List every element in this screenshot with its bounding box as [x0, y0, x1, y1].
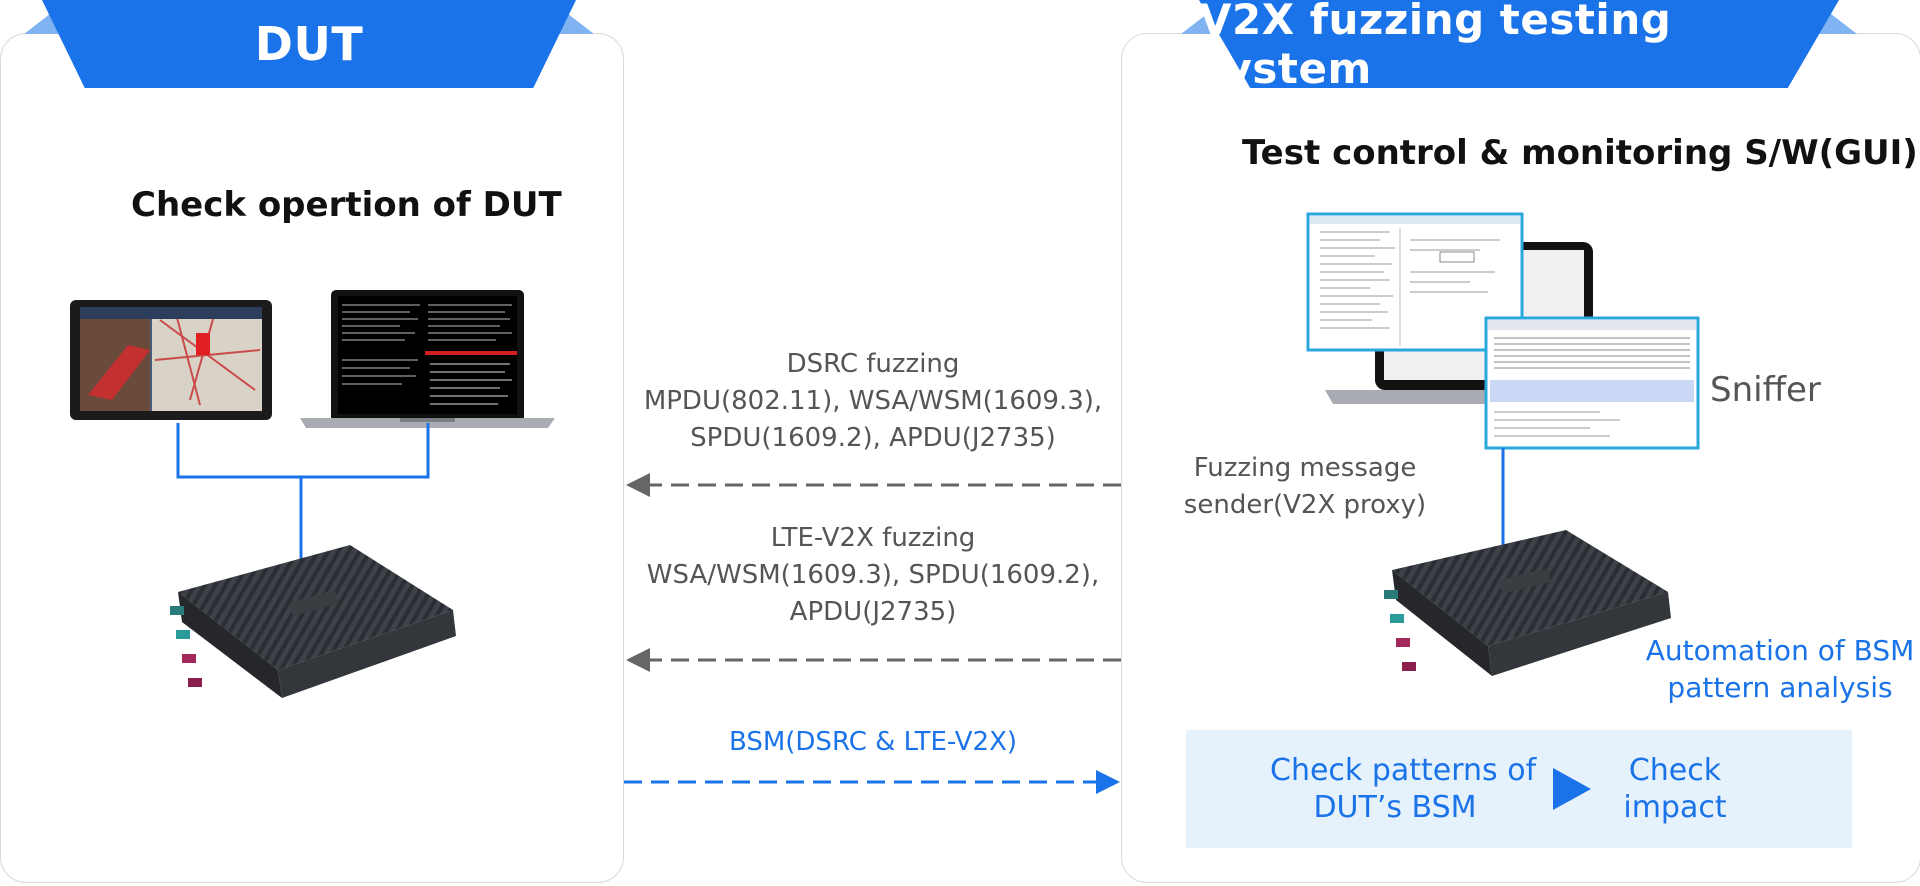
system-tab: V2X fuzzing testing system [1181, 0, 1857, 93]
lte-line-3: APDU(J2735) [789, 597, 957, 627]
arrow-head [626, 648, 650, 672]
lte-line-1: LTE-V2X fuzzing [770, 523, 976, 553]
check-impact-label: Check impact [1600, 752, 1750, 826]
play-arrow-icon [1553, 768, 1591, 810]
proxy-obu-device [1384, 530, 1671, 676]
automation-label: Automation of BSM pattern analysis [1640, 632, 1920, 706]
analysis-box [1186, 730, 1852, 848]
dsrc-fuzzing-label: DSRC fuzzing MPDU(802.11), WSA/WSM(1609.… [625, 346, 1121, 457]
dut-tab: DUT [24, 0, 594, 88]
tablet-device [70, 300, 272, 420]
check-patterns-line-1: Check patterns of [1270, 753, 1537, 788]
dut-panel [0, 33, 624, 883]
sniffer-screenshot [1484, 316, 1700, 450]
automation-line-1: Automation of BSM [1645, 634, 1915, 667]
automation-line-2: pattern analysis [1667, 671, 1893, 704]
system-tab-label: V2X fuzzing testing system [1199, 0, 1672, 93]
system-title: Test control & monitoring S/W(GUI) [1242, 133, 1918, 173]
check-patterns-label: Check patterns of DUT’s BSM [1270, 752, 1537, 826]
check-patterns-line-2: DUT’s BSM [1313, 790, 1477, 825]
dsrc-line-1: DSRC fuzzing [786, 349, 960, 379]
check-impact-line-1: Check [1628, 753, 1722, 788]
tab-background [1199, 0, 1839, 88]
dut-tab-label: DUT [254, 17, 364, 71]
lte-line-2: WSA/WSM(1609.3), SPDU(1609.2), [646, 560, 1100, 590]
laptop-device [300, 290, 555, 428]
sender-line-1: Fuzzing message [1193, 453, 1417, 483]
sniffer-label: Sniffer [1710, 370, 1821, 410]
bsm-label: BSM(DSRC & LTE-V2X) [728, 727, 1018, 757]
fuzzing-sender-label: Fuzzing message sender(V2X proxy) [1170, 450, 1440, 524]
arrow-head [1096, 770, 1120, 794]
check-impact-line-2: impact [1623, 790, 1727, 825]
connection-lines [176, 423, 430, 560]
dsrc-line-2: MPDU(802.11), WSA/WSM(1609.3), [643, 386, 1103, 416]
lte-fuzzing-label: LTE-V2X fuzzing WSA/WSM(1609.3), SPDU(16… [625, 520, 1121, 631]
dsrc-line-3: SPDU(1609.2), APDU(J2735) [690, 423, 1056, 453]
tab-background [42, 0, 576, 88]
dut-title: Check opertion of DUT [131, 185, 562, 225]
sender-line-2: sender(V2X proxy) [1183, 490, 1427, 520]
arrow-head [626, 473, 650, 497]
dut-obu-device [170, 545, 456, 698]
